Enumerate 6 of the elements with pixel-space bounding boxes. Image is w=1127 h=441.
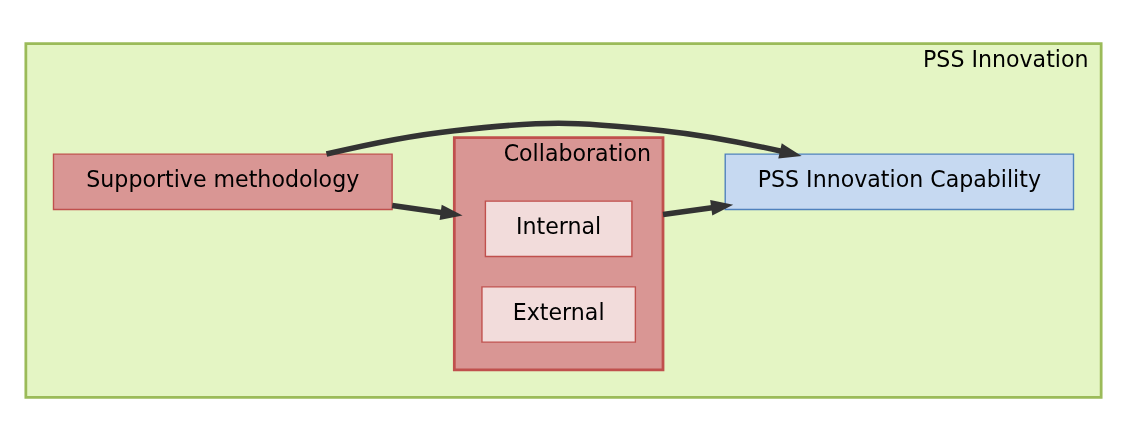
node-box: External [481, 286, 637, 343]
node-box: Supportive methodology [52, 153, 393, 211]
arrow [391, 202, 463, 220]
node-box: Internal [484, 200, 633, 258]
arrow [662, 200, 734, 218]
node-box: PSS Innovation Capability [724, 153, 1075, 211]
